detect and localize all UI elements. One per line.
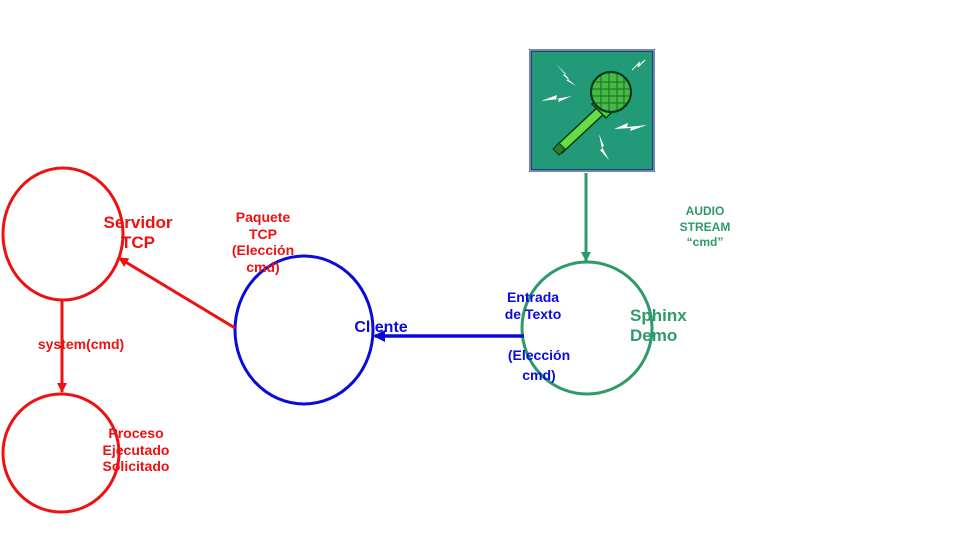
entrada-label-line3: (Elección [507, 347, 571, 363]
paquete-tcp-arrow [118, 256, 236, 330]
sphinx-circle [520, 260, 654, 396]
system-cmd-label: system(cmd) [26, 336, 136, 353]
entrada-eleccion-label: (Elección cmd) [496, 345, 582, 386]
entrada-texto-label: Entrada de Texto [492, 289, 574, 322]
sphinx-demo-label: Sphinx Demo [630, 306, 700, 346]
entrada-label-line4: cmd) [522, 367, 556, 384]
proceso-label-line2: Ejecutado [102, 441, 170, 458]
lightning-bolt-icon [541, 59, 647, 160]
audio-label-line1: AUDIO [685, 204, 725, 218]
paquete-tcp-label: Paquete TCP (Elección cmd) [221, 209, 305, 275]
audio-label-line3: “cmd” [686, 235, 724, 250]
servidor-label-line2: TCP [121, 233, 155, 253]
microphone-icon [529, 49, 655, 172]
proceso-label-line1: Proceso [108, 425, 164, 441]
servidor-label-line1: Servidor [103, 213, 173, 232]
servidor-tcp-label: Servidor TCP [93, 213, 183, 253]
paquete-label-line1: Paquete [235, 209, 291, 225]
audio-label-line2: STREAM [679, 219, 731, 234]
entrada-label-line1: Entrada [506, 289, 560, 305]
proceso-label-line3: Solicitado [102, 458, 170, 475]
paquete-label-line4: cmd) [246, 258, 280, 275]
system-cmd-text: system(cmd) [37, 336, 125, 352]
sphinx-label-line1: Sphinx [630, 306, 687, 325]
proceso-circle [1, 392, 121, 514]
audio-stream-label: AUDIO STREAM “cmd” [670, 204, 740, 251]
entrada-label-line2: de Texto [504, 305, 562, 322]
paquete-label-line3: (Elección [231, 242, 295, 259]
cliente-label: Cliente [345, 319, 417, 338]
sphinx-label-line2: Demo [630, 326, 678, 346]
paquete-label-line2: TCP [249, 225, 277, 242]
cliente-text: Cliente [354, 319, 408, 336]
proceso-label: Proceso Ejecutado Solicitado [88, 425, 184, 475]
